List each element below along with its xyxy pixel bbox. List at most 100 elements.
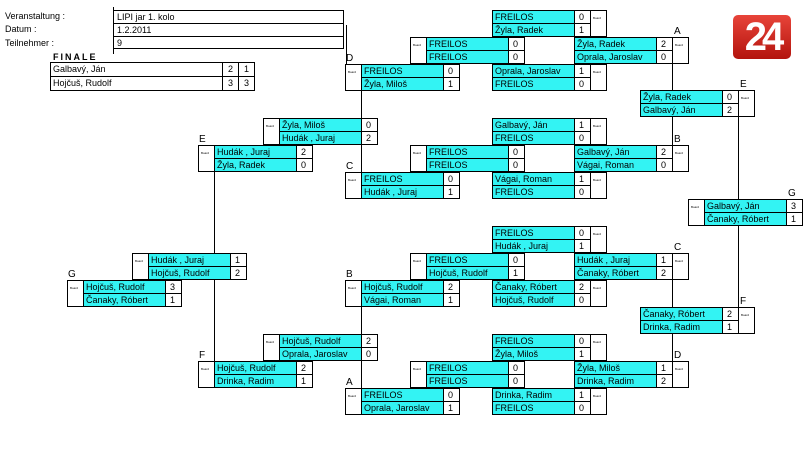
player-score: 1	[296, 374, 313, 388]
player-score: 1	[165, 293, 182, 307]
player-name: Vágai, Roman	[574, 158, 657, 172]
board-cell: Board	[672, 37, 689, 64]
board-cell: Board	[67, 280, 84, 307]
player-name: Hojčuš, Rudolf	[214, 361, 297, 375]
player-name: Hudák , Juraj	[148, 253, 231, 267]
player-score: 0	[508, 145, 525, 159]
event-label: Veranstaltung :	[5, 11, 66, 21]
player-name: FREILOS	[361, 64, 444, 78]
board-cell: Board	[590, 334, 607, 361]
player-score: 1	[574, 118, 591, 132]
board-cell: Board	[738, 307, 755, 334]
player-score: 0	[574, 293, 591, 307]
player-score: 1	[443, 77, 460, 91]
player-name: FREILOS	[492, 131, 575, 145]
player-score: 1	[656, 361, 673, 375]
connector-line	[672, 61, 673, 90]
board-cell: Board	[345, 172, 362, 199]
player-name: FREILOS	[426, 37, 509, 51]
round-label: C	[674, 242, 682, 253]
player-name: Drinka, Radim	[640, 320, 723, 334]
round-label: B	[674, 134, 681, 145]
player-score: 1	[574, 23, 591, 37]
player-score: 0	[656, 50, 673, 64]
player-name: Žyla, Radek	[492, 23, 575, 37]
player-name: Vágai, Roman	[492, 172, 575, 186]
player-score: 1	[656, 253, 673, 267]
round-label: A	[346, 377, 353, 388]
player-name: Čanaky, Róbert	[492, 280, 575, 294]
round-label: G	[68, 269, 76, 280]
board-cell: Board	[672, 253, 689, 280]
player-score: 2	[656, 266, 673, 280]
finale-title: FINALE	[53, 52, 98, 62]
player-name: FREILOS	[426, 374, 509, 388]
player-name: Hudák , Juraj	[279, 131, 362, 145]
player-name: Galbavý, Ján	[492, 118, 575, 132]
player-score: 2	[361, 131, 378, 145]
player-score: 0	[361, 118, 378, 132]
player-name: Hudák , Juraj	[361, 185, 444, 199]
board-cell: Board	[198, 145, 215, 172]
player-name: Žyla, Radek	[574, 37, 657, 51]
player-name: Hojčuš, Rudolf	[361, 280, 444, 294]
player-score: 2	[656, 145, 673, 159]
player-name: Oprala, Jaroslav	[279, 347, 362, 361]
player-name: FREILOS	[492, 226, 575, 240]
player-name: FREILOS	[492, 334, 575, 348]
player-name: Hojčuš, Rudolf	[279, 334, 362, 348]
board-cell: Board	[590, 280, 607, 307]
date-label: Datum :	[5, 24, 37, 34]
player-name: Čanaky, Róbert	[704, 212, 787, 226]
player-name: FREILOS	[492, 10, 575, 24]
player-score: 0	[574, 226, 591, 240]
finale-score: 2	[222, 62, 239, 77]
player-score: 1	[230, 253, 247, 267]
player-name: Žyla, Miloš	[574, 361, 657, 375]
connector-line	[738, 226, 739, 307]
player-score: 0	[574, 185, 591, 199]
round-label: B	[346, 269, 353, 280]
player-name: Drinka, Radim	[214, 374, 297, 388]
player-score: 2	[722, 307, 739, 321]
player-name: Hojčuš, Rudolf	[492, 293, 575, 307]
board-cell: Board	[590, 118, 607, 145]
board-cell: Board	[738, 90, 755, 117]
round-label: C	[346, 161, 354, 172]
board-cell: Board	[672, 361, 689, 388]
player-name: Hojčuš, Rudolf	[426, 266, 509, 280]
round-label: E	[740, 79, 747, 90]
player-name: FREILOS	[492, 185, 575, 199]
player-name: Hudák , Juraj	[574, 253, 657, 267]
board-cell: Board	[688, 199, 705, 226]
player-score: 2	[574, 280, 591, 294]
player-name: Oprala, Jaroslav	[574, 50, 657, 64]
player-score: 2	[230, 266, 247, 280]
player-name: FREILOS	[361, 172, 444, 186]
board-cell: Board	[263, 118, 280, 145]
player-score: 2	[722, 103, 739, 117]
board-cell: Board	[345, 280, 362, 307]
player-name: FREILOS	[492, 401, 575, 415]
player-score: 3	[165, 280, 182, 294]
player-name: Hudák , Juraj	[492, 239, 575, 253]
player-score: 1	[443, 185, 460, 199]
player-score: 0	[574, 10, 591, 24]
round-label: F	[199, 350, 206, 361]
player-score: 0	[722, 90, 739, 104]
